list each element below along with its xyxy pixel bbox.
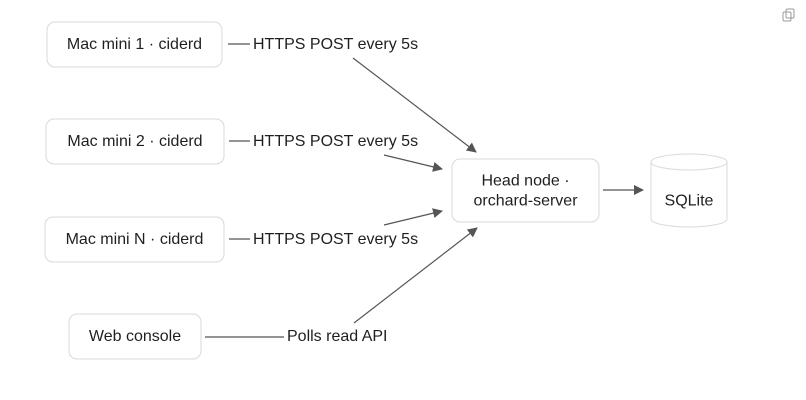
edge-mac-mini-n-label: HTTPS POST every 5s	[253, 231, 418, 248]
edge-mac-mini-1-to-head: HTTPS POST every 5s	[228, 36, 477, 153]
edge-mac-mini-2-to-head: HTTPS POST every 5s	[229, 133, 443, 172]
node-mac-mini-1[interactable]: Mac mini 1 · ciderd	[46, 21, 223, 68]
node-web-console[interactable]: Web console	[68, 313, 202, 360]
edge-web-console-to-head: Polls read API	[205, 227, 478, 345]
edge-mac-mini-2-label: HTTPS POST every 5s	[253, 133, 418, 150]
node-mac-mini-2[interactable]: Mac mini 2 · ciderd	[45, 118, 225, 165]
edge-mac-mini-n-to-head: HTTPS POST every 5s	[229, 208, 443, 248]
node-head-node[interactable]: Head node · orchard-server	[451, 158, 600, 223]
node-web-console-label: Web console	[89, 328, 181, 345]
node-mac-mini-1-label: Mac mini 1 · ciderd	[67, 36, 202, 53]
copy-icon[interactable]	[782, 8, 795, 22]
node-mac-mini-2-label: Mac mini 2 · ciderd	[67, 133, 202, 150]
node-head-node-label-line1: Head node ·	[481, 173, 569, 190]
edge-web-console-label: Polls read API	[287, 328, 388, 345]
edge-mac-mini-1-label: HTTPS POST every 5s	[253, 36, 418, 53]
node-head-node-label-line2: orchard-server	[473, 193, 578, 210]
node-sqlite-label: SQLite	[665, 193, 714, 210]
node-mac-mini-n[interactable]: Mac mini N · ciderd	[44, 216, 225, 263]
node-sqlite-database[interactable]: SQLite	[650, 153, 728, 228]
node-mac-mini-n-label: Mac mini N · ciderd	[66, 231, 204, 248]
